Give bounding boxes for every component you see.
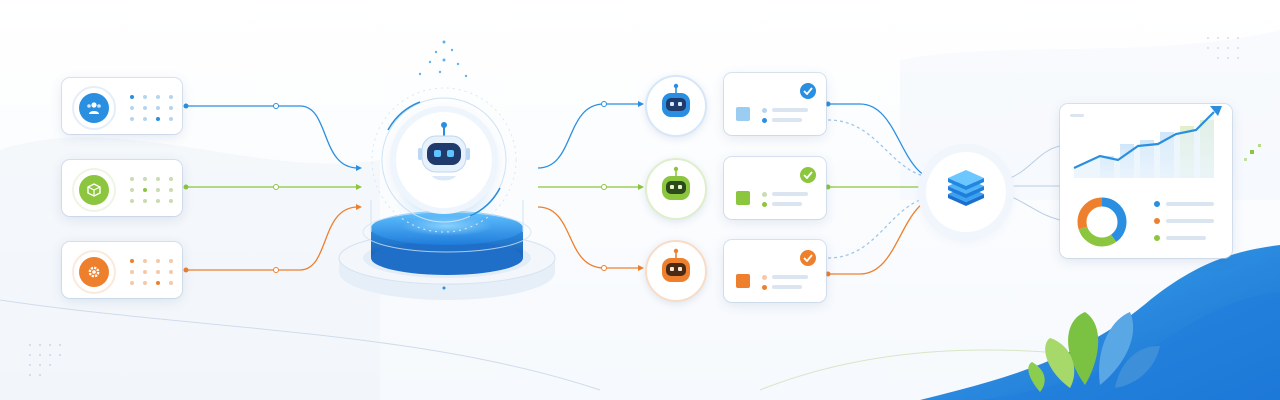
box-icon bbox=[79, 175, 109, 205]
input-card-package[interactable] bbox=[62, 160, 182, 216]
result-thumbnail bbox=[736, 107, 750, 121]
report-dashboard[interactable] bbox=[1060, 104, 1232, 258]
agent-robot-orange[interactable] bbox=[645, 240, 707, 302]
core-robot-badge bbox=[396, 112, 492, 208]
core-platform bbox=[338, 180, 556, 300]
placeholder-dots bbox=[130, 259, 174, 285]
list-bullet bbox=[762, 275, 767, 280]
robot-icon bbox=[662, 166, 690, 200]
data-hub[interactable] bbox=[926, 152, 1006, 232]
result-card-blue[interactable] bbox=[724, 73, 826, 135]
placeholder-line bbox=[772, 202, 802, 206]
donut-chart bbox=[1077, 197, 1127, 247]
result-card-orange[interactable] bbox=[724, 240, 826, 302]
placeholder-line bbox=[772, 275, 808, 279]
placeholder-dots bbox=[130, 95, 174, 121]
report-graphics bbox=[1070, 106, 1222, 247]
list-bullet bbox=[762, 192, 767, 197]
result-thumbnail bbox=[736, 274, 750, 288]
placeholder-line bbox=[772, 192, 808, 196]
result-card-green[interactable] bbox=[724, 157, 826, 219]
placeholder-line bbox=[772, 108, 808, 112]
agent-robot-green[interactable] bbox=[645, 158, 707, 220]
input-card-settings[interactable] bbox=[62, 242, 182, 298]
result-thumbnail bbox=[736, 191, 750, 205]
input-card-users[interactable] bbox=[62, 78, 182, 134]
icon-ring bbox=[72, 86, 116, 130]
users-icon bbox=[79, 93, 109, 123]
gear-icon bbox=[79, 257, 109, 287]
list-bullet bbox=[762, 118, 767, 123]
check-icon bbox=[800, 83, 816, 99]
agent-robot-blue[interactable] bbox=[645, 75, 707, 137]
layers-icon bbox=[948, 170, 984, 206]
list-bullet bbox=[762, 285, 767, 290]
icon-ring bbox=[72, 250, 116, 294]
plant-decoration bbox=[1028, 312, 1160, 392]
robot-icon bbox=[662, 248, 690, 282]
trend-arrow-icon bbox=[1210, 106, 1222, 116]
list-bullet bbox=[762, 108, 767, 113]
placeholder-line bbox=[772, 118, 802, 122]
check-icon bbox=[800, 250, 816, 266]
robot-icon bbox=[418, 122, 470, 181]
robot-icon bbox=[662, 83, 690, 117]
trend-line bbox=[1073, 111, 1215, 169]
list-bullet bbox=[762, 202, 767, 207]
placeholder-line bbox=[772, 285, 802, 289]
placeholder-dots bbox=[130, 177, 174, 203]
check-icon bbox=[800, 167, 816, 183]
icon-ring bbox=[72, 168, 116, 212]
